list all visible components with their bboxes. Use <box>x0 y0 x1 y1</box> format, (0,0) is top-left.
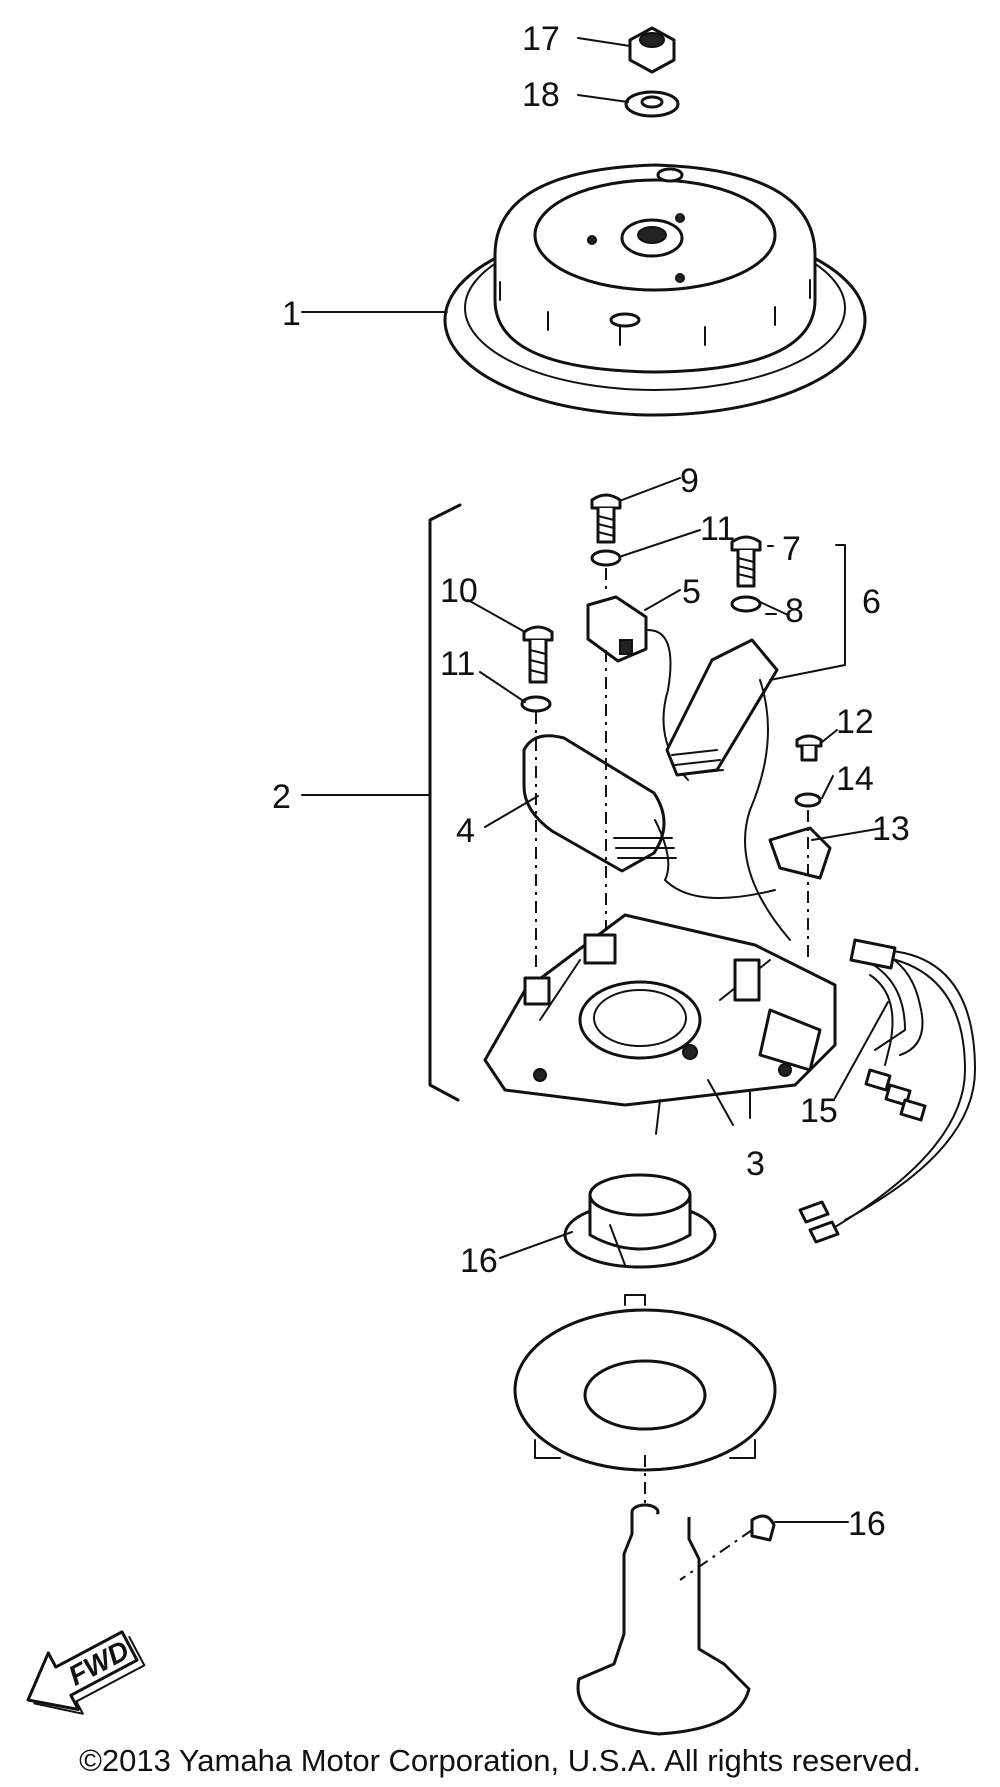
callout-12: 13 <box>872 810 910 848</box>
part-6-charge-coil <box>665 638 791 941</box>
part-14-washer <box>794 792 822 808</box>
callout-18: 17 <box>522 20 560 58</box>
callout-labels: 17 18 1 9 11 7 5 8 6 10 11 12 14 2 13 4 … <box>272 20 910 1543</box>
part-16-collar <box>563 1173 717 1269</box>
part-18-nut <box>628 26 676 74</box>
callout-1: 1 <box>282 295 301 333</box>
part-1-flywheel <box>443 163 867 417</box>
callout-10: 10 <box>440 572 478 610</box>
part-3-stator-base <box>483 913 837 1135</box>
part-4-ignition-coil <box>522 734 776 899</box>
callout-9: 9 <box>680 462 699 500</box>
callout-8: 8 <box>785 592 804 630</box>
bracket-2 <box>428 503 462 1102</box>
bracket-6 <box>769 544 846 681</box>
alignment-lines <box>535 568 809 1581</box>
callout-14: 14 <box>836 760 874 798</box>
fwd-arrow: FWD <box>26 1630 146 1715</box>
part-5-pulser-coil <box>586 595 689 781</box>
part-7-screw <box>730 535 762 588</box>
part-19-washer <box>624 90 680 118</box>
callout-3: 3 <box>746 1145 765 1183</box>
callout-7: 7 <box>782 530 801 568</box>
callout-15: 15 <box>800 1092 838 1130</box>
callout-13: 12 <box>836 703 874 741</box>
part-13-screw <box>795 734 823 762</box>
callout-5: 5 <box>682 573 701 611</box>
copyright-notice: ©2013 Yamaha Motor Corporation, U.S.A. A… <box>79 1743 921 1778</box>
callout-17: 16 <box>848 1505 886 1543</box>
part-11-washer-lower <box>520 695 552 713</box>
callout-11-lower: 11 <box>440 645 475 683</box>
part-9-screw <box>590 493 622 544</box>
part-12-clamp <box>768 826 832 880</box>
callout-2: 2 <box>272 778 291 816</box>
part-15-wire-harness <box>798 938 976 1244</box>
plate <box>513 1294 777 1472</box>
callout-16: 16 <box>460 1242 498 1280</box>
leader-lines <box>301 37 889 1523</box>
callout-19: 18 <box>522 76 560 114</box>
crankshaft <box>576 1503 751 1736</box>
callout-11-upper: 11 <box>700 510 735 548</box>
part-17-key <box>750 1514 776 1542</box>
part-11-washer-upper <box>590 549 622 567</box>
part-10-screw <box>522 625 554 684</box>
callout-4: 4 <box>456 812 475 850</box>
callout-6: 6 <box>862 583 881 621</box>
part-8-washer <box>730 595 762 613</box>
